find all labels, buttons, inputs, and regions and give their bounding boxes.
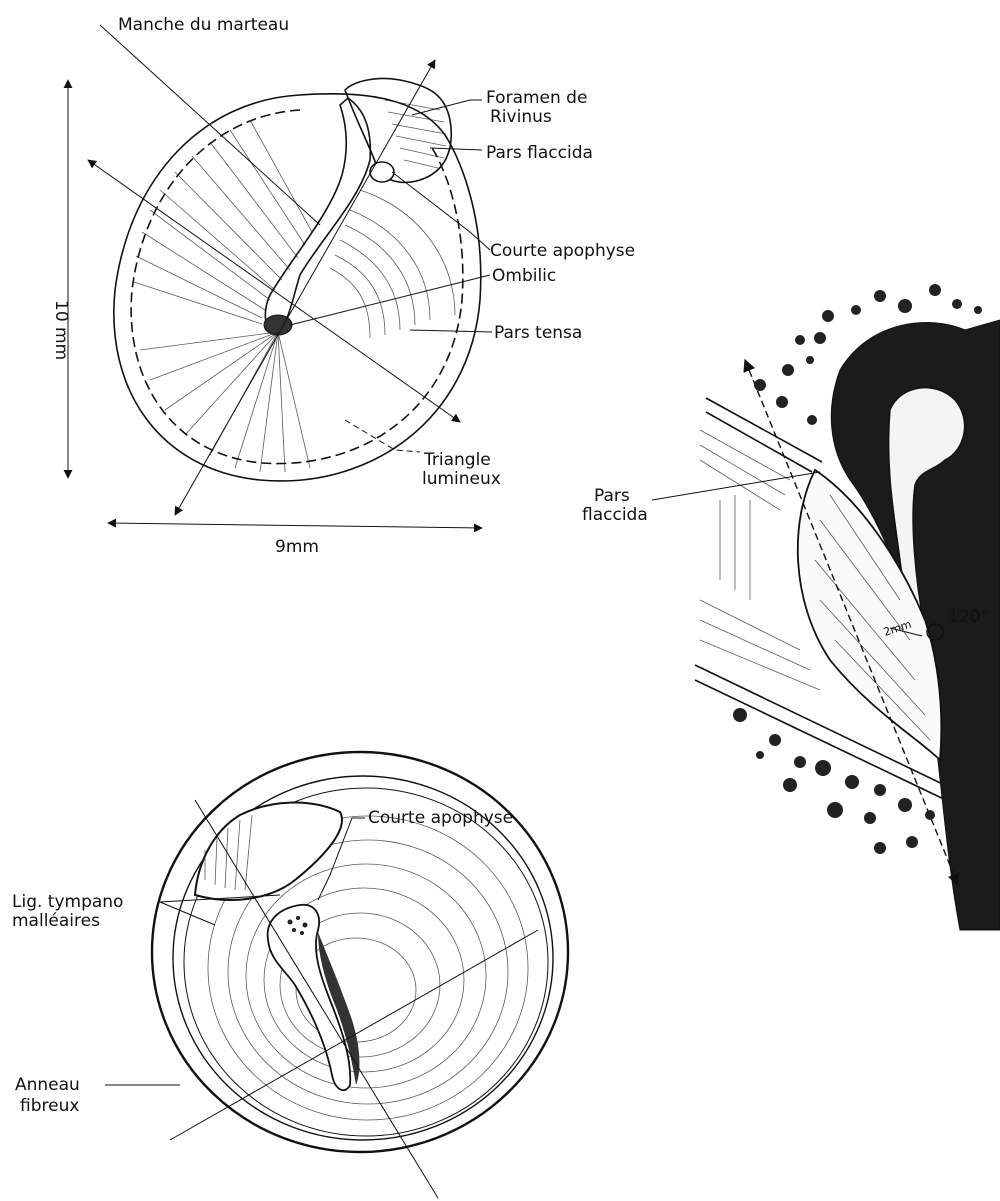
label-triangle-line1: Triangle (423, 450, 491, 470)
label-section-pars: Pars (594, 486, 630, 506)
label-section-flaccida: flaccida (582, 505, 648, 525)
eardrum-inner-view: Courte apophyse Lig. tympano malléaires … (12, 752, 568, 1198)
leader-triangle (345, 420, 420, 452)
manche-leader (100, 25, 320, 225)
axis-diagonal-lower (88, 160, 460, 422)
leader-pars-flaccida (430, 148, 482, 150)
eardrum-face-view: Manche du marteau Foramen de Rivinus Par… (51, 15, 635, 557)
leader-pars-tensa (410, 330, 492, 332)
short-process (370, 162, 394, 182)
lower-radial-hatching (140, 332, 310, 472)
label-inner-courte-apophyse: Courte apophyse (368, 808, 513, 828)
label-width-dimension: 9mm (275, 537, 319, 557)
label-manche-du-marteau: Manche du marteau (118, 15, 289, 35)
label-lig-line2: malléaires (12, 911, 100, 931)
leader-foramen (412, 100, 482, 115)
label-courte-apophyse: Courte apophyse (490, 241, 635, 261)
label-pars-flaccida: Pars flaccida (486, 143, 593, 163)
leader-section-pars-flaccida (652, 472, 820, 500)
label-lig-line1: Lig. tympano (12, 892, 123, 912)
label-foramen-line1: Foramen de (486, 88, 587, 108)
pars-flaccida-region (345, 78, 451, 182)
ear-canal-cross-section: Pars flaccida 120° 2mm (582, 284, 1000, 930)
label-foramen-line2: Rivinus (490, 107, 552, 127)
label-anneau-line2: fibreux (20, 1096, 79, 1116)
label-anneau-line1: Anneau (15, 1075, 80, 1095)
label-ombilic: Ombilic (492, 266, 556, 286)
width-dimension-arrow (108, 523, 482, 528)
label-height-dimension: 10 mm (51, 300, 71, 360)
label-triangle-line2: lumineux (422, 469, 501, 489)
leader-courte-apophyse (392, 172, 490, 250)
pars-tensa-arcs (330, 190, 455, 338)
label-angle: 120° (948, 607, 989, 627)
canal-wall-upper (706, 398, 822, 462)
upper-left-hatching (134, 120, 312, 324)
label-pars-tensa: Pars tensa (494, 323, 582, 343)
